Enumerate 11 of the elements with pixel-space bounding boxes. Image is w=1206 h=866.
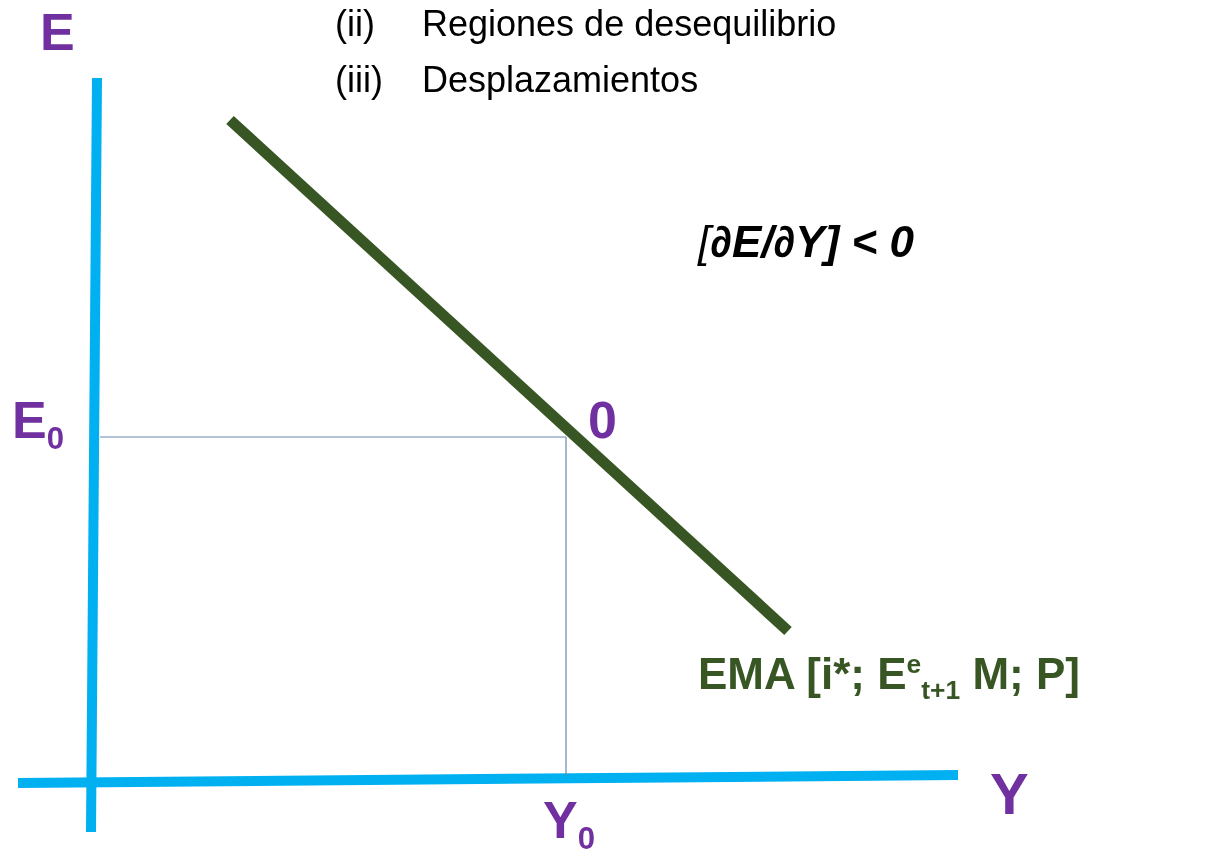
axis-label: E [40,4,75,62]
list-item: Regiones de desequilibrio [422,4,837,44]
list-item: Desplazamientos [422,60,699,100]
slope-condition: [∂E/∂Y] < 0 [698,218,914,267]
point-label: 0 [588,392,617,450]
axis-value-label: E$_{0}$ [12,392,65,457]
axis-value-label: Y$_{0}$ [543,792,596,857]
curve-label: EMA [i*; E$^{e}$$_{t+1}$ M; P] [698,650,1080,705]
list-marker: (iii) [335,60,383,100]
axis-label: Y [990,762,1029,826]
list-marker: (ii) [335,4,375,44]
